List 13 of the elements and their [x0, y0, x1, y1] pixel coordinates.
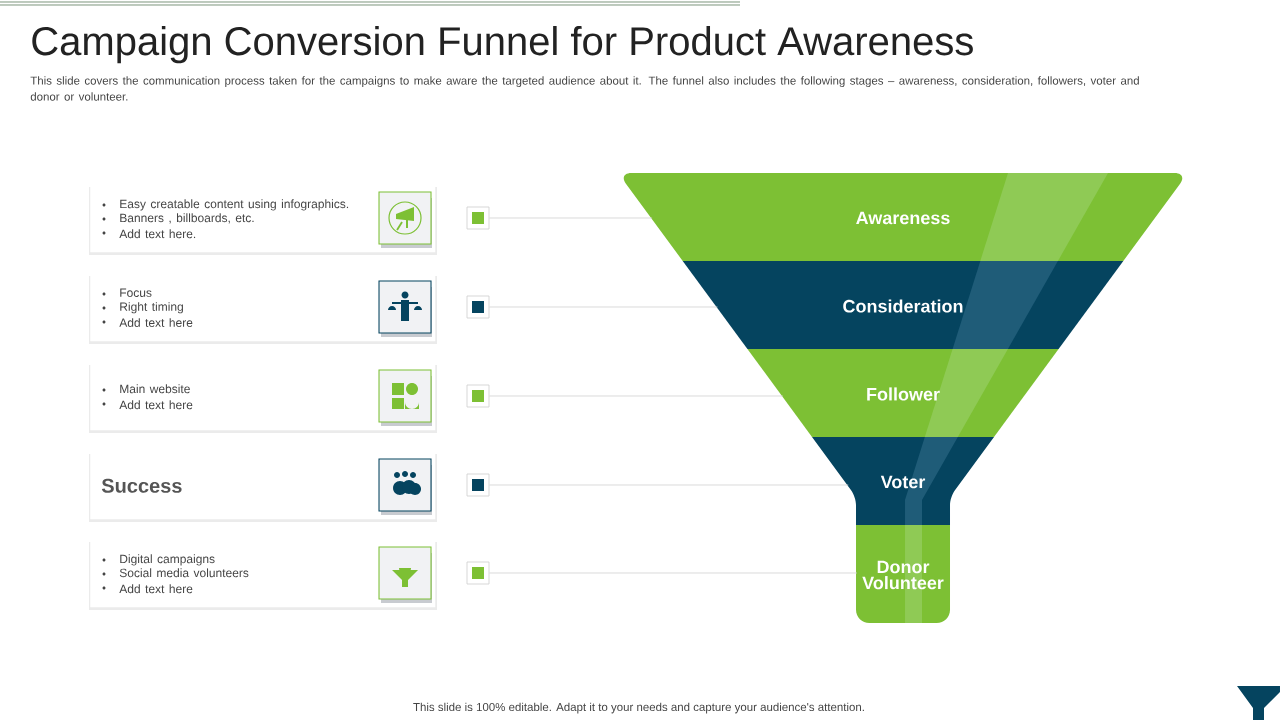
- marker-square: [466, 473, 490, 497]
- funnel-band: Consideration: [682, 261, 1124, 349]
- title: Campaign Conversion Funnel for Product Awareness: [32, 26, 973, 64]
- marker-square: [466, 295, 490, 319]
- funnel-band: Voter: [812, 437, 994, 525]
- funnel-band: Follower: [747, 349, 1059, 437]
- marker-square: [466, 384, 490, 408]
- description-text: This slide covers the communication process taken for the campaigns to make aware the targeted audience about it. The funnel also includes the following stages – awareness, consideration, followers, voter and donor or volunteer.: [30, 76, 1139, 101]
- funnel-band: Donor Volunteer: [856, 525, 950, 623]
- funnel-band: Awareness: [623, 173, 1183, 261]
- marker-square: [466, 561, 490, 585]
- footer-note: This slide is 100% editable. Adapt it to your needs and capture your audience's attention.: [413, 702, 864, 714]
- marker-square: [466, 206, 490, 230]
